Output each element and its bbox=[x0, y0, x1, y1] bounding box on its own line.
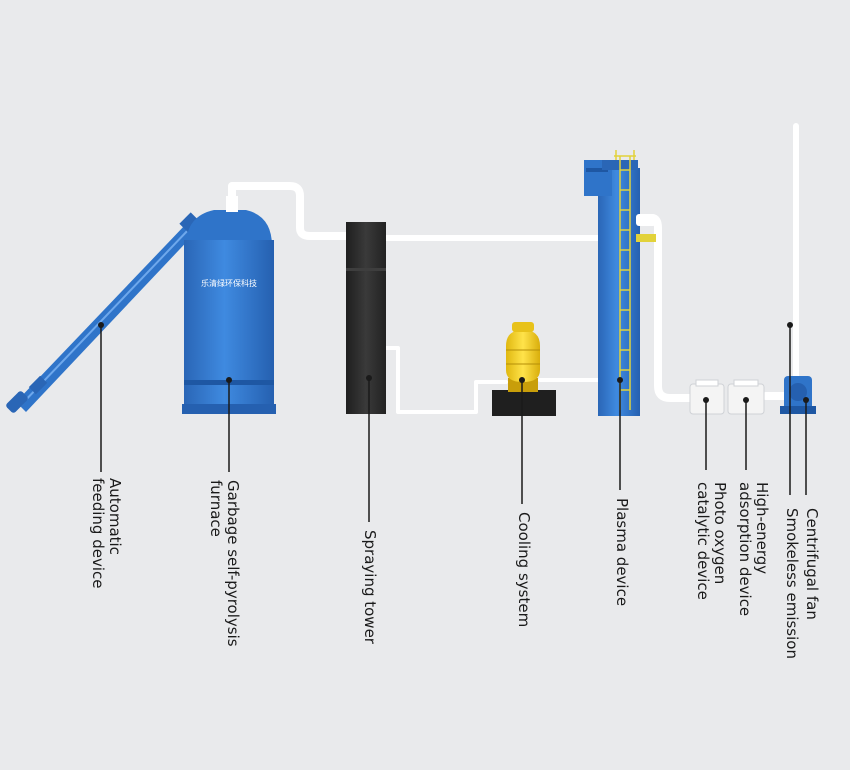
feeding-conveyor bbox=[6, 212, 201, 413]
label-line: feeding device bbox=[89, 478, 107, 589]
pyrolysis-furnace: 乐清绿环保科技 bbox=[182, 196, 276, 414]
label-garbage-pyrolysis-furnace: Garbage self-pyrolysis furnace bbox=[207, 480, 242, 647]
label-plasma-device: Plasma device bbox=[613, 498, 631, 607]
cooling-base bbox=[492, 390, 556, 416]
conveyor-top-cap bbox=[179, 212, 201, 234]
cooling-fan-cap bbox=[512, 322, 534, 332]
label-high-energy-adsorption-device: High-energy adsorption device bbox=[736, 482, 771, 617]
pipe-furnace-to-tower bbox=[228, 182, 350, 240]
plasma-ladder bbox=[614, 150, 636, 410]
label-centrifugal-fan: Centrifugal fan bbox=[803, 508, 821, 620]
label-cooling-system: Cooling system bbox=[515, 512, 533, 628]
label-line: Photo oxygen bbox=[711, 482, 729, 585]
label-line: Cooling system bbox=[515, 512, 533, 628]
leader-lines bbox=[98, 322, 809, 522]
plasma-tower bbox=[598, 168, 640, 416]
tower-body bbox=[346, 222, 386, 414]
label-spraying-tower: Spraying tower bbox=[361, 530, 379, 644]
label-line: Centrifugal fan bbox=[803, 508, 821, 620]
label-smokeless-emission: Smokeless emission bbox=[783, 508, 801, 659]
spraying-tower bbox=[346, 222, 386, 414]
cooling-system bbox=[492, 322, 556, 416]
photo-oxygen-unit bbox=[689, 379, 725, 415]
cooling-stand bbox=[508, 378, 538, 392]
label-line: furnace bbox=[207, 480, 225, 537]
conveyor-inlet bbox=[28, 375, 48, 395]
furnace-company-text: 乐清绿环保科技 bbox=[201, 278, 257, 288]
furnace-dome bbox=[186, 210, 272, 246]
label-line: Garbage self-pyrolysis bbox=[224, 480, 242, 647]
label-photo-oxygen-catalytic-device: Photo oxygen catalytic device bbox=[694, 482, 729, 600]
conveyor-tube bbox=[16, 224, 196, 412]
plasma-device bbox=[584, 150, 656, 416]
label-line: Smokeless emission bbox=[783, 508, 801, 659]
pipe-tower-to-cooling bbox=[384, 346, 508, 414]
label-automatic-feeding-device: Automatic feeding device bbox=[89, 478, 124, 589]
cooling-tank bbox=[506, 330, 540, 382]
centrifugal-fan bbox=[780, 376, 816, 414]
label-line: Plasma device bbox=[613, 498, 631, 607]
conveyor-hopper bbox=[6, 391, 28, 413]
label-line: Spraying tower bbox=[361, 530, 379, 644]
furnace-top-pipe bbox=[226, 196, 238, 212]
pipe-plasma-to-units bbox=[636, 214, 694, 402]
label-line: High-energy bbox=[753, 482, 771, 575]
label-line: catalytic device bbox=[694, 482, 712, 600]
label-line: adsorption device bbox=[736, 482, 754, 617]
label-line: Automatic bbox=[106, 478, 124, 555]
